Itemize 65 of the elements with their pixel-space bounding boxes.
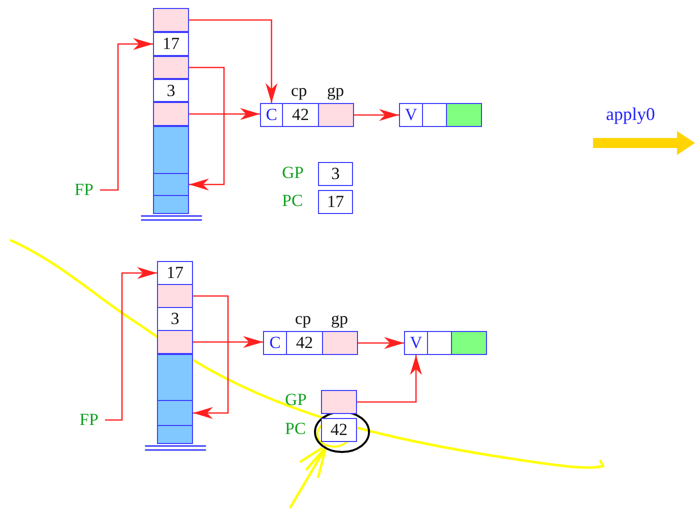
cell-value: 42 [296, 333, 313, 353]
memory-cell [157, 354, 193, 401]
memory-cell [318, 162, 353, 186]
memory-cell [422, 103, 447, 127]
pointer-arrow [189, 108, 260, 120]
pointer-arrow [100, 38, 153, 191]
field-label: cp [291, 81, 308, 101]
tag-text: V [404, 105, 418, 125]
memory-cell [153, 8, 189, 32]
memory-cell [157, 307, 193, 331]
cell-value: 17 [327, 192, 344, 212]
memory-cell [153, 32, 189, 56]
register-label: GP [285, 390, 307, 410]
memory-cell [153, 56, 189, 79]
memory-cell [322, 331, 358, 355]
memory-cell [318, 190, 353, 214]
memory-cell [157, 330, 193, 354]
memory-cell [153, 195, 189, 214]
memory-cell [153, 79, 189, 102]
field-label: cp [295, 309, 312, 329]
pointer-label: FP [68, 178, 100, 202]
tag-text: V [410, 333, 422, 353]
instruction-label: apply0 [606, 104, 655, 125]
memory-cell [153, 173, 189, 196]
cell-value: 3 [170, 309, 180, 329]
cell-value: 3 [331, 164, 340, 184]
tag-text: C [266, 105, 278, 125]
memory-cell [446, 103, 482, 127]
memory-cell [260, 103, 283, 127]
memory-cell [451, 331, 487, 355]
register-label: PC [285, 419, 306, 439]
pointer-arrow [193, 336, 263, 348]
pointer-arrow [357, 355, 422, 403]
memory-cell [157, 261, 193, 285]
cell-value: 17 [162, 34, 180, 54]
pointer-label: FP [73, 408, 105, 432]
pointer-arrow [105, 267, 157, 421]
register-label: PC [282, 191, 303, 211]
memory-cell [321, 390, 357, 414]
cell-value: 17 [166, 263, 184, 283]
memory-cell [157, 400, 193, 426]
pointer-arrow [189, 19, 278, 103]
memory-cell [157, 284, 193, 308]
memory-cell [286, 331, 323, 355]
pointer-arrow [354, 109, 399, 121]
field-label: gp [327, 81, 344, 101]
memory-cell [318, 103, 354, 127]
memory-cell [153, 126, 189, 174]
memory-cell [282, 103, 319, 127]
pointer-arrow [193, 295, 229, 419]
memory-cell [153, 102, 189, 126]
pointer-arrow [189, 66, 225, 190]
memory-cell [321, 418, 357, 442]
tag-text: C [269, 333, 281, 353]
cell-value: 42 [330, 420, 348, 440]
memory-cell [157, 425, 193, 444]
memory-cell [427, 331, 452, 355]
cell-value: 42 [292, 105, 309, 125]
field-label: gp [331, 309, 348, 329]
memory-cell [399, 103, 423, 127]
cell-value: 3 [166, 80, 176, 100]
pointer-arrow [358, 337, 404, 349]
memory-cell [404, 331, 428, 355]
memory-cell [263, 331, 287, 355]
register-label: GP [282, 163, 304, 183]
